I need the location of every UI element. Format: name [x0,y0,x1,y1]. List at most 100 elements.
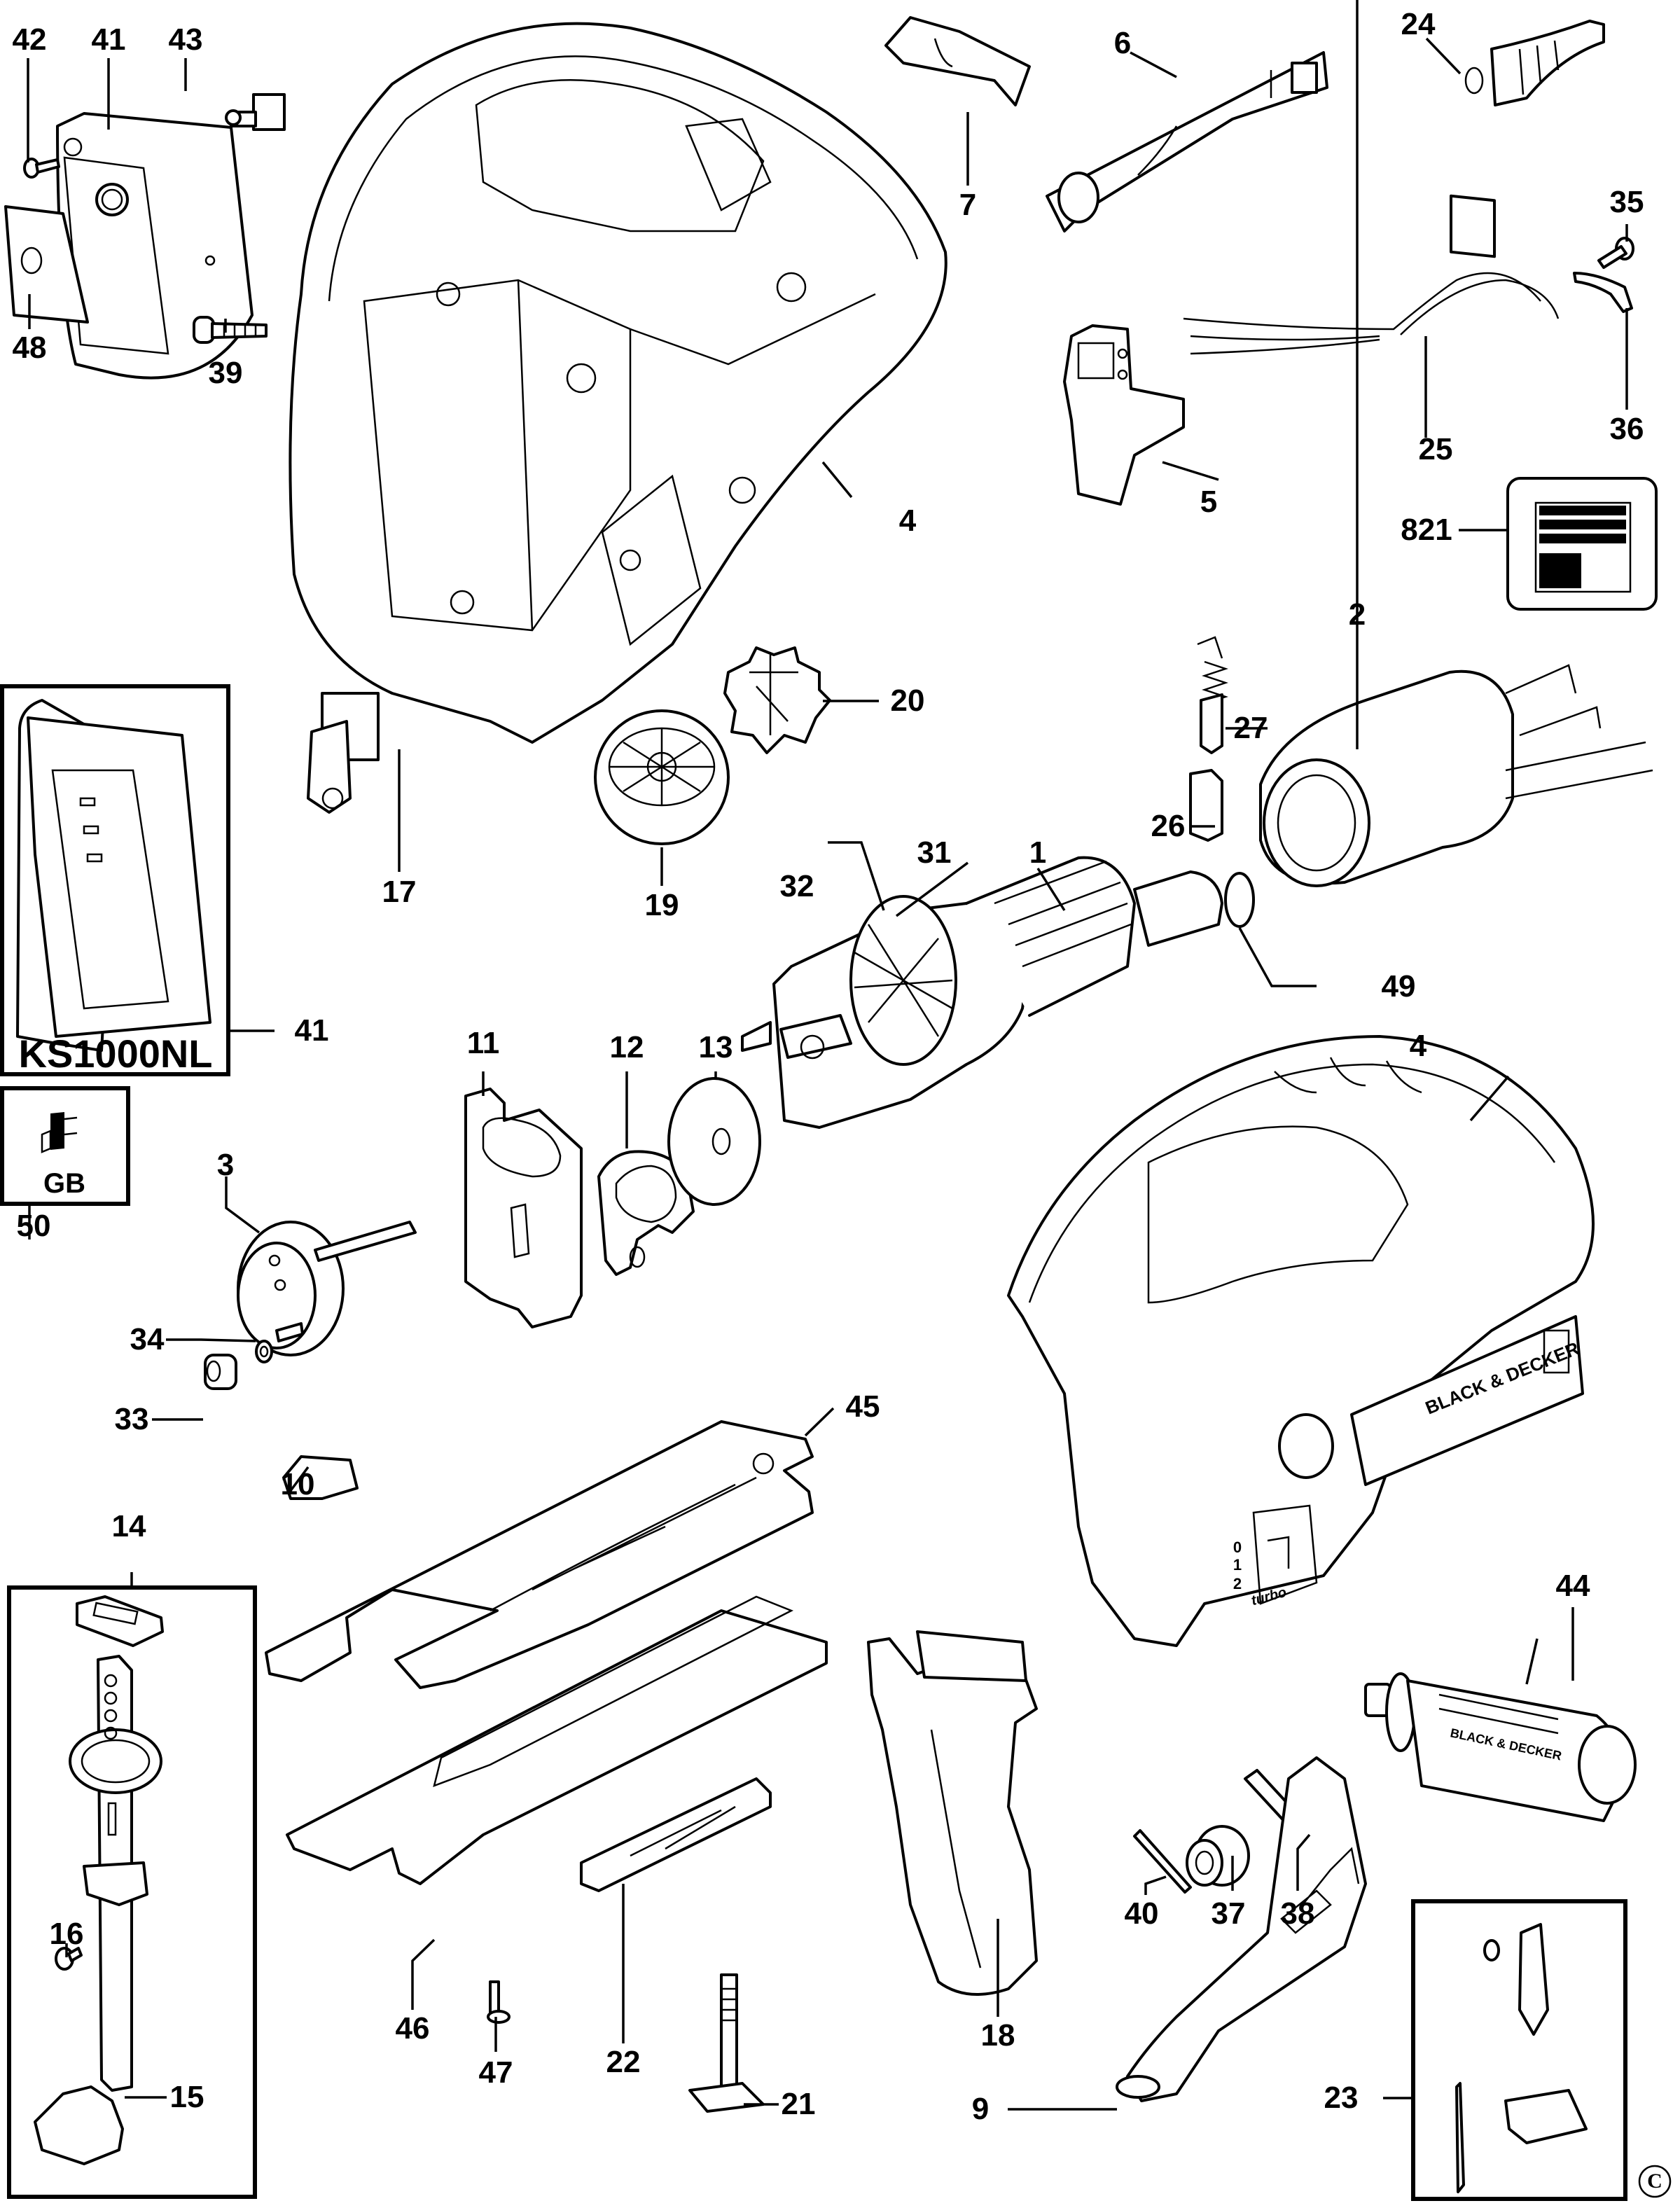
part-12-gasket [597,1150,695,1276]
callout-41: 41 [91,22,126,57]
plug-icon [41,1112,78,1153]
part-5-switch [1063,324,1185,506]
callout-9: 9 [971,2092,990,2126]
callout-50: 50 [16,1209,51,1243]
part-48-label-plate [4,205,89,324]
callout-18: 18 [980,2018,1015,2053]
part-37-roller-bearing [1186,1825,1250,1887]
part-46-shoe-insert [286,1595,828,1885]
model-label-ks1000nl: KS1000NL [18,1032,213,1076]
part-43-light-unit [225,93,286,131]
part-21-bolt [688,1973,765,2113]
callout-40: 40 [1124,1896,1159,1931]
part-821-nameplate [1506,477,1658,611]
part-13-washer-disc [667,1077,761,1206]
callout-44: 44 [1555,1569,1590,1603]
copyright-mark [1638,2165,1672,2198]
callout-34: 34 [130,1322,165,1356]
copyright-symbol: C [1647,2169,1662,2193]
box-variant-cover [0,684,230,1076]
callout-821: 821 [1401,513,1452,547]
callout-46: 46 [395,2011,430,2046]
callout-31: 31 [917,835,952,870]
part-25-power-cord [1183,272,1560,355]
part-24-cord-protector [1450,20,1605,258]
callout-16: 16 [49,1917,84,1951]
callout-42: 42 [12,22,47,57]
part-45-shoe [265,1420,814,1689]
callout-26: 26 [1151,809,1186,843]
part-9-dust-adaptor [1116,1756,1367,2102]
callout-32: 32 [779,869,814,903]
part-4-housing-inner [289,22,947,744]
callout-22: 22 [606,2045,641,2079]
callout-11: 11 [466,1026,500,1060]
box-plug-gb [0,1086,130,1206]
callout-37: 37 [1211,1896,1246,1931]
part-4-housing-assembled [1007,1035,1595,1647]
part-42-screw [23,158,60,179]
part-41-variant-cover [16,699,211,1052]
part-23-blade-set-box [1411,1899,1627,2201]
callout-15: 15 [169,2080,204,2114]
callout-23: 23 [1324,2081,1359,2115]
part-16-screw [55,1947,83,1971]
callout-41-variant: 41 [294,1013,329,1048]
callout-14: 14 [111,1509,146,1543]
callout-47: 47 [478,2055,513,2090]
switch-mark-0: 0 [1233,1539,1242,1556]
callout-38: 38 [1280,1896,1315,1931]
callout-36: 36 [1609,412,1644,446]
callout-20: 20 [890,683,925,718]
part-19-gear [594,709,730,845]
part-11-gear-plate [464,1088,583,1328]
callout-2: 2 [1348,597,1366,632]
switch-mark-1: 1 [1233,1556,1242,1574]
callout-45: 45 [845,1389,880,1424]
part-18-blade-guard [867,1630,1038,1996]
part-26-carbon-brush [1189,769,1223,842]
part-36-cord-clamp [1573,272,1633,313]
callout-27: 27 [1233,711,1268,745]
part-15-blade-holder-assembly [34,1655,162,2165]
callout-17: 17 [382,875,417,909]
callout-12: 12 [609,1030,644,1064]
callout-35: 35 [1609,185,1644,219]
callout-3: 3 [216,1148,235,1182]
part-20-gear [723,646,831,754]
part-27-brush-holder [1197,636,1228,754]
callout-21: 21 [781,2087,816,2121]
part-17-pendulum-lever [307,692,380,814]
callout-10: 10 [280,1467,315,1501]
callout-25: 25 [1418,432,1453,466]
part-10-bevel-lever [282,1455,359,1500]
part-22-shoe-clamp [580,1777,772,1892]
part-40-pin [1133,1829,1192,1894]
part-33-roller [204,1354,237,1390]
callout-5: 5 [1200,485,1218,519]
part-47-screw [487,1980,511,2024]
part-44-auxiliary-handle [1364,1672,1637,1822]
callout-1: 1 [1029,835,1047,870]
callout-43: 43 [168,22,203,57]
callout-6: 6 [1113,26,1132,60]
part-7-switch-actuator [884,16,1031,106]
region-label-gb: GB [43,1168,85,1199]
part-2-stator [1259,664,1653,887]
part-35-screw [1597,237,1634,269]
part-34-washer [255,1340,273,1363]
callout-4-inner: 4 [898,504,917,538]
callout-7: 7 [959,188,977,222]
part-6-pcb [1046,51,1328,232]
callout-33: 33 [114,1402,149,1436]
part-1-armature [741,856,1255,1129]
callout-19: 19 [644,888,679,922]
callout-4-assembled: 4 [1409,1029,1427,1063]
leader-lines [27,0,1628,2111]
callout-13: 13 [698,1030,733,1064]
switch-mark-2: 2 [1233,1575,1242,1592]
callout-39: 39 [208,356,243,390]
callout-48: 48 [12,331,47,365]
